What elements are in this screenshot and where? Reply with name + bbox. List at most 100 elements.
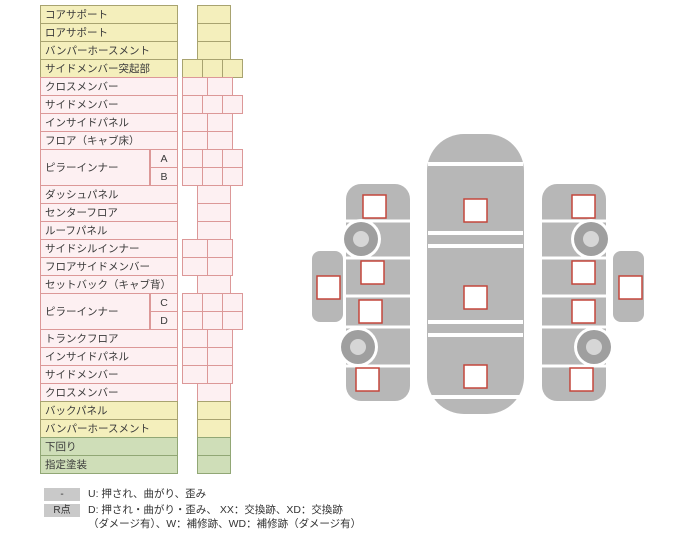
parts-row: クロスメンバー [40,383,231,402]
part-label: フロア（キャブ床） [40,131,178,150]
legend-item: - U: 押され、曲がり、歪み [44,487,361,501]
damage-cell [222,95,243,114]
inspection-marker-left-outer [316,275,341,300]
damage-cell [202,311,223,330]
damage-cell [182,149,203,168]
damage-cell [197,203,231,222]
damage-cell [222,293,243,312]
damage-cell [222,149,243,168]
inspection-marker-center-rear [463,364,488,389]
damage-cell [222,167,243,186]
part-label: 指定塗装 [40,455,178,474]
parts-row: サイドメンバー [40,365,233,384]
parts-row: コアサポート [40,5,231,24]
car-right-side-view [542,184,644,401]
damage-cell [202,149,223,168]
inspection-marker-right-front-pillar [571,260,596,285]
damage-cell [202,95,223,114]
inspection-marker-right-rear-fender [569,367,594,392]
damage-cell [222,311,243,330]
damage-cell [182,293,203,312]
damage-cell [202,293,223,312]
parts-row: フロア（キャブ床） [40,131,233,150]
damage-cell [197,437,231,456]
legend-badge: - [44,488,80,501]
damage-cell [207,347,233,366]
car-diagram [312,134,644,414]
damage-cell [197,383,231,402]
legend-badge: R点 [44,504,80,517]
damage-cell [182,59,203,78]
part-label: バックパネル [40,401,178,420]
part-label: バンパーホースメント [40,419,178,438]
part-label: セットバック（キャブ背） [40,275,178,294]
parts-row: インサイドパネル [40,113,233,132]
damage-cell [197,41,231,60]
part-label: フロアサイドメンバー [40,257,178,276]
damage-cell [182,167,203,186]
parts-row: セットバック（キャブ背） [40,275,231,294]
inspection-marker-left-front-fender [362,194,387,219]
damage-cell [202,167,223,186]
legend-item: R点 D: 押され・曲がり・歪み、 XX：交換跡、XD：交換跡 （ダメージ有）、… [44,503,361,531]
damage-cell [182,77,208,96]
part-label: 下回り [40,437,178,456]
inspection-marker-right-center-pillar [571,299,596,324]
inspection-marker-right-outer [618,275,643,300]
inspection-marker-left-center-pillar [358,299,383,324]
legend-text: U: 押され、曲がり、歪み [88,488,207,500]
damage-cell [197,23,231,42]
damage-cell [182,239,208,258]
parts-row: フロアサイドメンバー [40,257,233,276]
part-label: ダッシュパネル [40,185,178,204]
inspection-marker-left-rear-fender [355,367,380,392]
damage-cell [207,329,233,348]
wheel-icon [571,219,611,259]
damage-cell [182,365,208,384]
part-label: ルーフパネル [40,221,178,240]
damage-cell [197,455,231,474]
legend-text: D: 押され・曲がり・歪み、 XX：交換跡、XD：交換跡 （ダメージ有）、W：補… [88,504,362,530]
car-left-side-view [312,184,410,401]
damage-cell [197,419,231,438]
parts-row: クロスメンバー [40,77,233,96]
parts-row: トランクフロア [40,329,233,348]
inspection-marker-left-front-pillar [360,260,385,285]
wheel-icon [338,327,378,367]
damage-cell [182,95,203,114]
inspection-markers [316,194,643,392]
part-label: インサイドパネル [40,347,178,366]
damage-cell [207,77,233,96]
pillar-sub-label: B [150,167,178,186]
part-label: サイドメンバー突起部 [40,59,178,78]
damage-legend: - U: 押され、曲がり、歪み R点 D: 押され・曲がり・歪み、 XX：交換跡… [44,487,361,533]
damage-cell [182,131,208,150]
parts-row: バックパネル [40,401,231,420]
part-label: サイドメンバー [40,365,178,384]
damage-cell [207,131,233,150]
parts-row: センターフロア [40,203,231,222]
damage-cell [207,365,233,384]
part-label: ピラーインナー [40,293,150,330]
inspection-marker-center-roof [463,285,488,310]
damage-cell [202,59,223,78]
wheel-icon [574,327,614,367]
inspection-marker-center-front [463,198,488,223]
parts-row: 下回り [40,437,231,456]
part-label: サイドシルインナー [40,239,178,258]
part-label: サイドメンバー [40,95,178,114]
damage-cell [182,311,203,330]
part-label: インサイドパネル [40,113,178,132]
parts-row: 指定塗装 [40,455,231,474]
damage-cell [207,239,233,258]
pillar-sub-label: C [150,293,178,312]
part-label: クロスメンバー [40,383,178,402]
parts-row: ルーフパネル [40,221,231,240]
parts-row: バンパーホースメント [40,419,231,438]
damage-cell [197,5,231,24]
damage-cell [182,113,208,132]
part-label: コアサポート [40,5,178,24]
parts-row: バンパーホースメント [40,41,231,60]
